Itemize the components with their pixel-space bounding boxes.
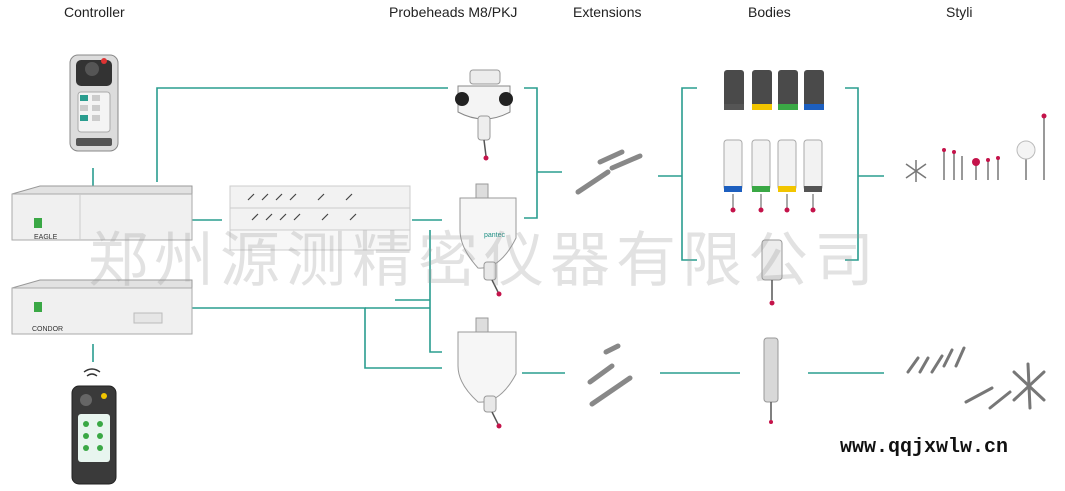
interface-rack — [229, 185, 411, 251]
watermark-text: 郑州源测精密仪器有限公司 — [88, 226, 880, 296]
connector-vertical-probeheads — [429, 230, 442, 353]
eagle-label: EAGLE — [34, 234, 58, 241]
controller-condor — [11, 279, 193, 335]
bodies-dark-row — [724, 70, 824, 110]
header-probeheads: Probeheads M8/PKJ — [389, 4, 518, 20]
header-extensions: Extensions — [573, 4, 642, 20]
joystick-icon — [80, 394, 92, 406]
styli-top — [905, 116, 1045, 182]
header-styli: Styli — [946, 4, 973, 20]
connector-condor-probehead3 — [192, 307, 442, 369]
emergency-stop-icon — [101, 58, 107, 64]
wireless-icon — [83, 368, 101, 373]
extensions-top — [575, 149, 643, 195]
connector-controller-probehead1 — [156, 87, 448, 182]
body-single — [761, 239, 783, 306]
pantec-label: pantec — [484, 232, 506, 239]
joystick-icon — [85, 62, 99, 76]
probehead-1 — [455, 69, 513, 161]
probehead-2 — [459, 183, 517, 297]
bracket-bodies-left — [681, 87, 697, 261]
probehead-3 — [457, 317, 517, 429]
extensions-bottom — [587, 343, 633, 407]
header-controller: Controller — [64, 4, 125, 20]
pendant-bottom — [71, 368, 117, 485]
controller-eagle — [11, 185, 193, 241]
power-switch-icon — [34, 218, 42, 228]
bracket-bodies-right — [845, 87, 859, 261]
header-bodies: Bodies — [748, 4, 791, 20]
pendant-top — [69, 54, 119, 152]
body-long — [763, 337, 779, 424]
power-switch-icon — [34, 302, 42, 312]
connector-lines — [92, 87, 884, 374]
condor-label: CONDOR — [32, 326, 64, 333]
stylus-tips-top — [942, 113, 1047, 166]
styli-bottom — [906, 346, 1046, 410]
emergency-stop-icon — [101, 393, 107, 399]
bracket-probeheads — [524, 87, 538, 219]
website-url: www.qqjxwlw.cn — [840, 436, 1009, 459]
bodies-light-row — [723, 139, 823, 213]
